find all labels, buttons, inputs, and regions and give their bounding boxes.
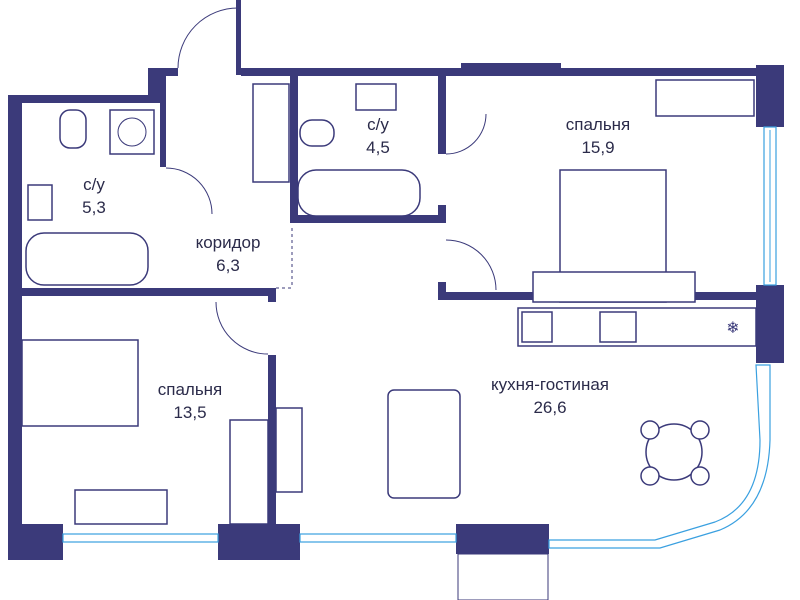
snowflake-icon: ❄ — [726, 318, 739, 337]
toilet — [59, 109, 87, 149]
bathtub-top — [297, 169, 421, 217]
room-name: с/у — [367, 115, 389, 134]
washing-machine — [109, 109, 155, 155]
sofa — [387, 389, 461, 499]
room-area: 26,6 — [533, 398, 566, 417]
wardrobe-2 — [229, 419, 269, 525]
room-area: 5,3 — [82, 198, 106, 217]
windows — [62, 126, 777, 600]
room-area: 13,5 — [173, 403, 206, 422]
doors — [165, 7, 497, 355]
bathtub-left — [25, 232, 149, 286]
room-name: спальня — [158, 380, 223, 399]
room-area: 4,5 — [366, 138, 390, 157]
room-labels: с/у 5,3 с/у 4,5 спальня 15,9 коридор 6,3… — [82, 115, 630, 422]
stove — [599, 311, 637, 343]
room-area: 6,3 — [216, 256, 240, 275]
kitchen-counter — [517, 307, 757, 347]
room-name: коридор — [196, 233, 261, 252]
room-name: кухня-гостиная — [491, 375, 609, 394]
fixtures: ❄ — [21, 79, 757, 525]
dining-table — [645, 423, 703, 481]
bed-2 — [21, 339, 139, 427]
tv-stand — [275, 407, 303, 493]
wardrobe-1 — [655, 79, 755, 117]
room-name: с/у — [83, 175, 105, 194]
toilet-top — [299, 119, 335, 147]
kitchen-sink — [521, 311, 553, 343]
sink-top-bath — [355, 83, 397, 111]
room-area: 15,9 — [581, 138, 614, 157]
room-name: спальня — [566, 115, 631, 134]
desk — [74, 489, 168, 525]
sink-left-bath — [27, 184, 53, 221]
